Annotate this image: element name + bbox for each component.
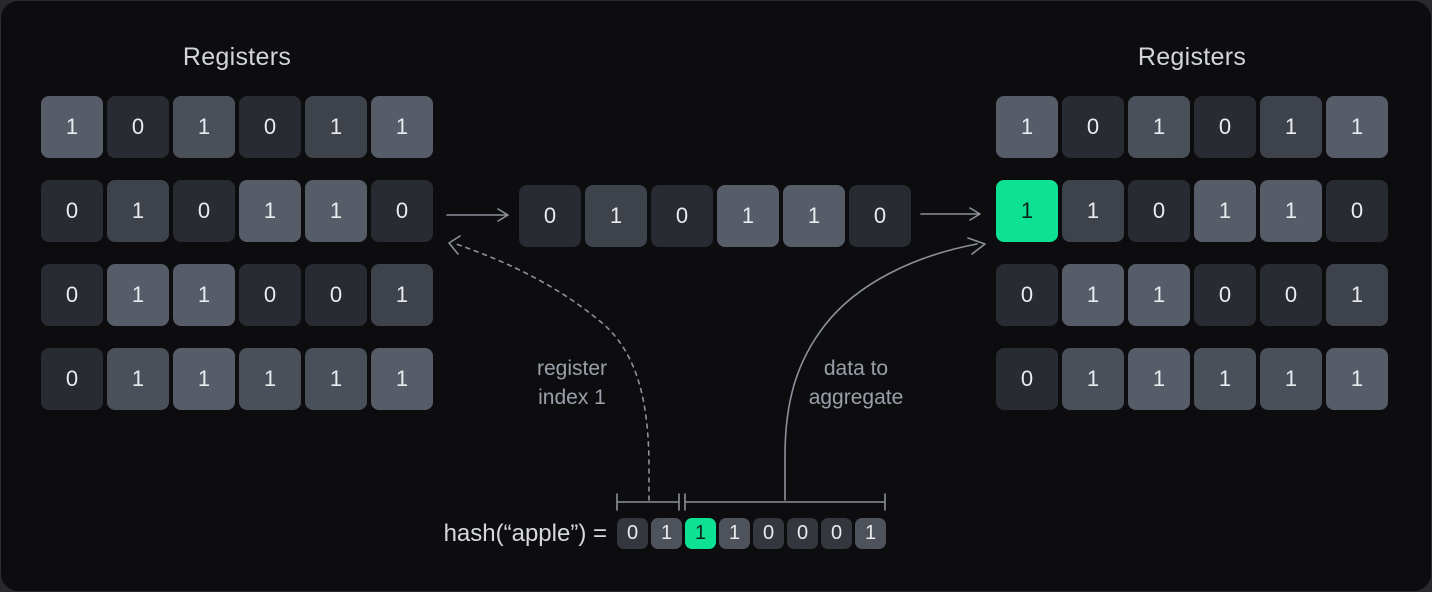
register-cell: 1: [855, 518, 886, 549]
register-cell: 1: [1128, 348, 1190, 410]
register-cell: 1: [1062, 348, 1124, 410]
register-cell: 1: [719, 518, 750, 549]
register-index-line2: index 1: [538, 386, 606, 409]
register-cell: 1: [107, 180, 169, 242]
register-cell: 0: [996, 348, 1058, 410]
register-cell: 1: [1128, 264, 1190, 326]
bracket-register-index-bits-icon: [616, 493, 680, 511]
register-cell: 0: [173, 180, 235, 242]
left-registers-title: Registers: [182, 43, 292, 71]
register-cell: 0: [371, 180, 433, 242]
register-cell: 1: [996, 96, 1058, 158]
register-cell: 0: [996, 264, 1058, 326]
hash-expression-label: hash(“apple”) =: [443, 520, 607, 547]
register-cell: 0: [821, 518, 852, 549]
register-cell: 1: [371, 264, 433, 326]
register-cell: 1: [1326, 348, 1388, 410]
register-cell: 1: [585, 185, 647, 247]
register-cell: 0: [1194, 264, 1256, 326]
register-cell: 1: [107, 264, 169, 326]
register-cell: 1: [173, 348, 235, 410]
register-cell: 1: [1062, 264, 1124, 326]
register-cell: 0: [1194, 96, 1256, 158]
register-cell: 1: [1260, 348, 1322, 410]
register-cell: 0: [849, 185, 911, 247]
register-cell: 1: [305, 96, 367, 158]
register-cell: 1: [1260, 96, 1322, 158]
register-cell: 1: [1062, 180, 1124, 242]
register-cell: 1: [305, 348, 367, 410]
register-cell: 1: [1326, 264, 1388, 326]
register-cell: 0: [1326, 180, 1388, 242]
register-cell: 1: [651, 518, 682, 549]
register-cell: 0: [41, 180, 103, 242]
arrow-buffer-to-registers-icon: [920, 207, 981, 221]
register-cell-highlighted: 1: [996, 180, 1058, 242]
register-index-label: register index 1: [487, 354, 657, 412]
register-cell: 0: [519, 185, 581, 247]
register-cell: 1: [1260, 180, 1322, 242]
register-cell: 0: [1260, 264, 1322, 326]
register-cell: 1: [239, 180, 301, 242]
register-cell: 1: [173, 264, 235, 326]
register-cell: 1: [1194, 180, 1256, 242]
register-cell: 0: [1062, 96, 1124, 158]
register-cell: 0: [41, 348, 103, 410]
register-cell: 1: [1326, 96, 1388, 158]
register-cell: 1: [371, 348, 433, 410]
data-to-aggregate-line2: aggregate: [808, 386, 904, 409]
register-cell: 1: [783, 185, 845, 247]
register-cell: 0: [305, 264, 367, 326]
register-cell: 0: [617, 518, 648, 549]
register-index-line1: register: [536, 357, 608, 380]
curved-arrowhead-icon: [967, 237, 986, 255]
right-registers-title: Registers: [1137, 43, 1247, 71]
register-cell: 0: [107, 96, 169, 158]
register-cell: 1: [717, 185, 779, 247]
register-cell: 1: [239, 348, 301, 410]
bracket-data-bits-icon: [684, 493, 886, 511]
register-cell: 0: [41, 264, 103, 326]
register-cell: 0: [1128, 180, 1190, 242]
register-cell: 0: [787, 518, 818, 549]
register-cell: 1: [371, 96, 433, 158]
register-cell: 0: [239, 264, 301, 326]
data-to-aggregate-line1: data to: [823, 357, 889, 380]
register-cell: 1: [305, 180, 367, 242]
register-cell: 1: [173, 96, 235, 158]
register-cell: 0: [753, 518, 784, 549]
register-cell: 1: [1128, 96, 1190, 158]
register-cell: 1: [41, 96, 103, 158]
register-cell: 1: [1194, 348, 1256, 410]
register-cell: 0: [651, 185, 713, 247]
data-to-aggregate-label: data to aggregate: [771, 354, 941, 412]
arrow-left-to-buffer-icon: [446, 208, 509, 222]
dashed-arrowhead-icon: [448, 235, 461, 255]
register-cell-highlighted: 1: [685, 518, 716, 549]
register-cell: 0: [239, 96, 301, 158]
register-cell: 1: [107, 348, 169, 410]
